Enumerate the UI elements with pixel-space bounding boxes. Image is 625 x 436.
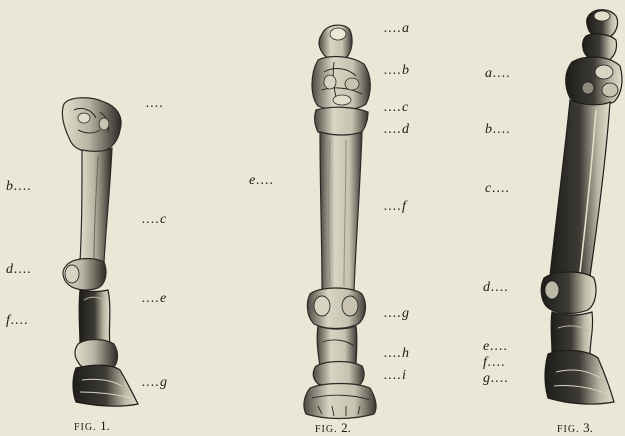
fig3-label-a: a....	[485, 67, 511, 81]
fig2-cannon	[320, 132, 362, 293]
fig3-label-d: d....	[483, 281, 509, 295]
fig2-label-h: ....h	[384, 347, 410, 361]
fig2-label-f: ....f	[384, 200, 407, 214]
fig3-caption-prefix: FIG.	[557, 424, 580, 435]
fig1-label-b: b....	[6, 180, 32, 194]
fig3-hoof	[545, 351, 614, 405]
fig1-label-d: d....	[6, 263, 32, 277]
fig3-carpus	[566, 57, 622, 105]
fig1-carpus	[62, 98, 121, 153]
fig3-label-g: g....	[483, 372, 509, 386]
fig3-label-c: c....	[485, 182, 510, 196]
fig1-caption: FIG. 1.	[74, 418, 110, 434]
fig2-label-a: ....a	[384, 22, 410, 36]
fig2-hoof	[304, 384, 376, 419]
fig1-label-e: ....e	[142, 292, 167, 306]
fig2-label-d: ....d	[384, 123, 410, 137]
fig3-cannon	[550, 100, 610, 279]
fig2-label-e: e....	[249, 174, 274, 188]
figure-1-limb	[62, 98, 138, 406]
fig2-label-i: ....i	[384, 369, 407, 383]
figure-3-limb	[541, 10, 622, 404]
fig1-caption-prefix: FIG.	[74, 422, 97, 433]
fig3-caption-number: 3.	[583, 420, 593, 435]
fig1-label-g: ....g	[142, 376, 168, 390]
fig2-label-g: ....g	[384, 307, 410, 321]
fig2-caption-number: 2.	[341, 420, 351, 435]
fig1-hoof	[73, 365, 138, 406]
figure-2-limb	[304, 25, 376, 418]
fig2-caption-prefix: FIG.	[315, 424, 338, 435]
fig1-label-c: ....c	[142, 213, 167, 227]
fig3-label-e: e....	[483, 340, 508, 354]
fig1-label-f: f....	[6, 314, 29, 328]
fig3-label-b: b....	[485, 123, 511, 137]
fig2-cannon-head	[315, 107, 368, 135]
fig2-label-b: ....b	[384, 64, 410, 78]
fig3-label-f: f....	[483, 356, 506, 370]
fig1-caption-number: 1.	[100, 418, 110, 433]
fig1-label-top: ....	[146, 97, 164, 111]
fig2-label-c: ....c	[384, 101, 409, 115]
